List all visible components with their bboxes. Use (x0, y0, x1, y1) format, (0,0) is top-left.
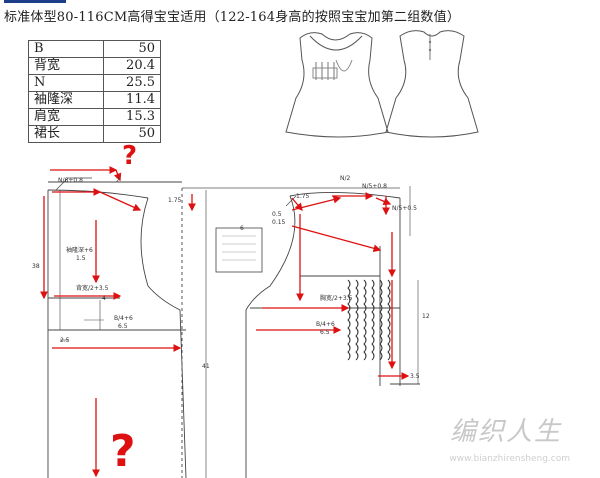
back-bust-label: B/4+6 (114, 315, 133, 322)
back-hem-label: 2.5 (60, 337, 70, 344)
measurement-label: 袖隆深 (28, 91, 104, 109)
front-hem-label: 3.5 (410, 373, 420, 380)
watermark-url: www.bianzhirensheng.com (449, 454, 570, 464)
back-height-label: 38 (32, 263, 40, 270)
front-side-label: 0.5 (272, 211, 282, 218)
front-neck-label: N/5+0.8 (362, 183, 387, 190)
pocket-label: 6 (240, 225, 244, 232)
watermark: 编织人生 (449, 417, 562, 447)
back-armhole-label-2: 1.5 (76, 255, 86, 262)
back-armhole-label: 袖隆深+6 (66, 246, 93, 254)
front-shoulder-label: 1.75 (296, 193, 310, 200)
back-neck-label: N/6+0.8 (58, 177, 83, 184)
back-width-label-2: 4 (102, 295, 106, 302)
front-bust-label-2: 6.5 (320, 329, 330, 336)
back-neck-depth-label: 2 (116, 177, 120, 184)
back-shoulder-label: 1.75 (168, 197, 182, 204)
question-mark-top: ? (122, 141, 137, 171)
red-annotation-lines (40, 166, 410, 478)
back-width-label: 背宽/2+3.5 (76, 284, 109, 292)
garment-sketch-front (285, 32, 389, 138)
top-accent-bar (4, 0, 66, 3)
measurement-label: 肩宽 (28, 108, 104, 126)
question-mark-bottom: ? (110, 426, 136, 477)
front-height-label: 41 (202, 363, 210, 370)
measurement-value: 25.5 (103, 74, 161, 92)
page-title: 标准体型80-116CM高得宝宝适用（122-164身高的按照宝宝加第二组数值） (4, 10, 461, 25)
garment-sketch-back (385, 30, 479, 138)
front-yoke-label: 12 (422, 313, 430, 320)
measurement-label: 裙长 (28, 125, 104, 143)
center-guide-line (182, 187, 400, 478)
knit-texture-strip (347, 279, 391, 361)
back-pattern-piece (47, 177, 187, 478)
measurement-value: 50 (103, 125, 161, 143)
front-pattern-piece (215, 186, 420, 478)
front-neck-depth-label: N/5+0.5 (392, 205, 417, 212)
front-chest-label: 胸宽/2+3.5 (320, 294, 353, 302)
back-bust-label-2: 6.5 (118, 323, 128, 330)
front-bust-label: B/4+6 (316, 321, 335, 328)
front-neck-top-label: N/2 (340, 175, 351, 182)
measurement-value: 15.3 (103, 108, 161, 126)
front-side-label-2: 0.15 (272, 219, 286, 226)
measurement-label: 背宽 (28, 57, 104, 75)
